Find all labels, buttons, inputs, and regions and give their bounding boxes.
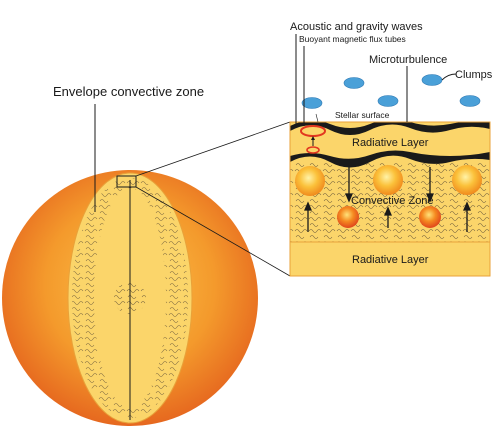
arrow-head [463, 201, 471, 211]
arrow-head [304, 201, 312, 211]
stellar-surface-label: Stellar surface [335, 110, 390, 120]
clump [421, 74, 443, 86]
panel-border [289, 121, 491, 277]
arrow-head [311, 136, 315, 140]
magnified-panel: Radiative Layer Convective Zone Radiativ… [289, 121, 491, 277]
arrow-head [384, 206, 392, 216]
stellar-surface-band [290, 122, 490, 135]
flow-arrows [304, 167, 471, 232]
zoom-line-top [135, 121, 291, 177]
radiative-layer-top-label: Radiative Layer [352, 137, 429, 149]
convection-cell [295, 166, 325, 196]
convection-cell-hot [419, 206, 441, 228]
buoyant-flux-tubes-label: Buoyant magnetic flux tubes [299, 34, 406, 44]
stellar-surface-leader-line [315, 113, 319, 123]
acoustic-gravity-waves-label: Acoustic and gravity waves [290, 21, 423, 33]
zoom-selection-box [116, 175, 137, 188]
clump [343, 77, 365, 89]
convective-zone-label: Convective Zone [351, 195, 434, 207]
clumps-label: Clumps [455, 69, 493, 81]
convection-cell [373, 165, 403, 195]
convection-cell-hot [337, 206, 359, 228]
convection-cell [452, 165, 482, 195]
star-sphere [2, 170, 258, 426]
zoom-line-bottom [135, 186, 291, 277]
clump [377, 95, 399, 107]
radiative-layer-bottom-label: Radiative Layer [352, 254, 429, 266]
arrow-head [345, 193, 353, 203]
arrow-head [426, 193, 434, 203]
clump [301, 97, 323, 109]
envelope-convective-zone-label: Envelope convective zone [53, 84, 204, 99]
flux-tube-ring-small [306, 146, 320, 154]
microturbulence-label: Microturbulence [369, 54, 447, 66]
clumps-group [301, 74, 481, 109]
clump [459, 95, 481, 107]
clumps-leader-line [441, 73, 457, 81]
radiative-convective-boundary [290, 150, 490, 168]
